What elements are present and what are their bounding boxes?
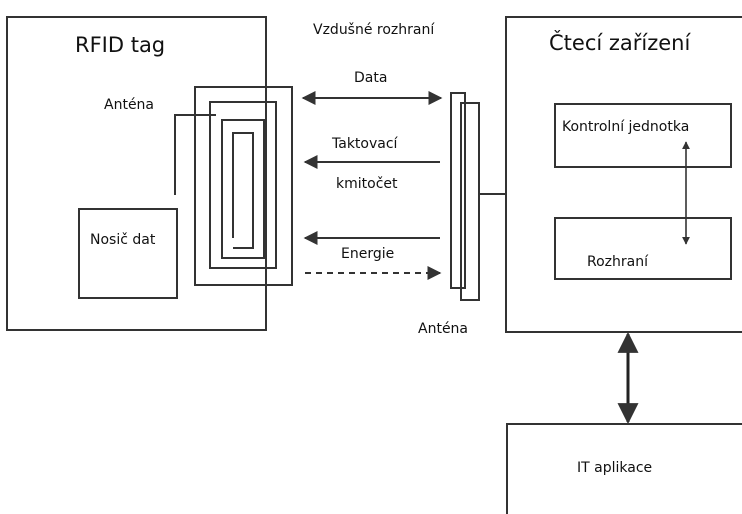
reader-title: Čtecí zařízení xyxy=(549,30,691,55)
energy-label: Energie xyxy=(341,246,394,262)
clock-label-line1: Taktovací xyxy=(331,136,399,152)
interface-label: Rozhraní xyxy=(587,254,649,270)
data-carrier-label: Nosič dat xyxy=(90,232,156,248)
air-interface-title: Vzdušné rozhraní xyxy=(313,22,435,38)
it-application-label: IT aplikace xyxy=(577,460,652,476)
interface-box xyxy=(554,217,732,280)
tag-antenna-lead xyxy=(174,114,216,195)
control-unit-label: Kontrolní jednotka xyxy=(562,119,689,135)
control-unit-box xyxy=(554,103,732,168)
data-carrier-box xyxy=(78,208,178,299)
rfid-tag-title: RFID tag xyxy=(75,33,165,57)
clock-label-line2: kmitočet xyxy=(336,176,398,192)
tag-coil-antenna xyxy=(194,86,293,286)
data-label: Data xyxy=(354,70,387,86)
reader-antenna-label: Anténa xyxy=(418,321,468,337)
it-application-box xyxy=(506,423,742,514)
reader-box xyxy=(505,16,742,333)
tag-antenna-label: Anténa xyxy=(104,97,154,113)
